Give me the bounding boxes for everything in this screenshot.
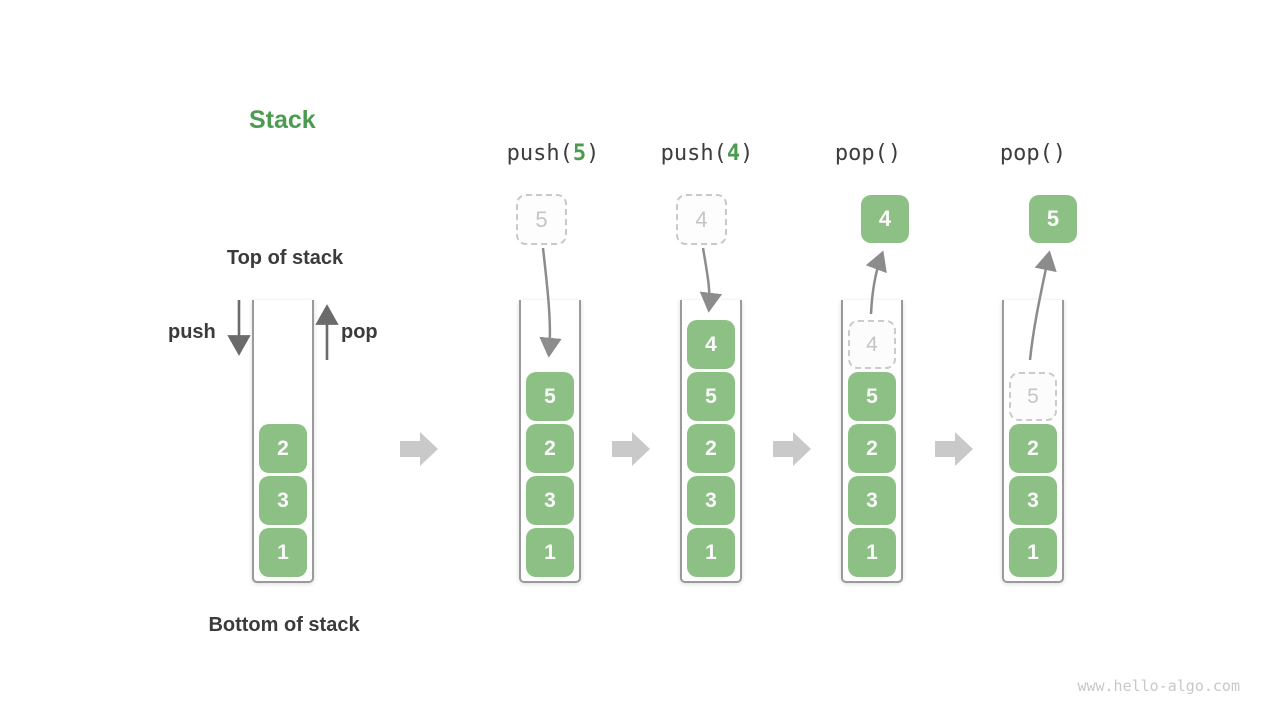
step-right-arrow-icon <box>400 432 438 466</box>
watermark: www.hello-algo.com <box>1077 677 1240 695</box>
op-text: push( <box>506 141 573 166</box>
stack-cell: 5 <box>848 372 896 421</box>
op-text: ) <box>586 141 600 166</box>
stack-cell: 2 <box>848 424 896 473</box>
op-label-push-5: push(5) <box>507 141 600 166</box>
stack-cell: 5 <box>526 372 574 421</box>
stack-cell: 5 <box>687 372 735 421</box>
step-right-arrow-icon <box>935 432 973 466</box>
top-of-stack-label: Top of stack <box>226 247 344 269</box>
stack-cell: 1 <box>848 528 896 577</box>
stack-cell: 3 <box>259 476 307 525</box>
op-arg: 4 <box>726 141 741 166</box>
stack-cell: 1 <box>1009 528 1057 577</box>
op-label-pop-2: pop() <box>1000 141 1066 166</box>
stack-cell-ghost: 4 <box>848 320 896 369</box>
popped-value-box: 5 <box>1029 195 1077 243</box>
stack-cell: 2 <box>259 424 307 473</box>
popped-value: 5 <box>1046 206 1060 231</box>
step-right-arrow-icon <box>773 432 811 466</box>
stack-cell: 1 <box>526 528 574 577</box>
bottom-of-stack-label: Bottom of stack <box>208 614 360 636</box>
popped-value-box: 4 <box>861 195 909 243</box>
op-label-pop-1: pop() <box>835 141 901 166</box>
stack-cell: 1 <box>259 528 307 577</box>
incoming-value-box: 4 <box>676 194 727 245</box>
incoming-value: 5 <box>535 206 548 232</box>
stack-cell: 4 <box>687 320 735 369</box>
stack-cell: 2 <box>526 424 574 473</box>
step-right-arrow-icon <box>612 432 650 466</box>
stack-cell: 2 <box>1009 424 1057 473</box>
stack-cell: 3 <box>848 476 896 525</box>
op-text: ) <box>1052 141 1067 166</box>
op-text: pop( <box>999 141 1053 166</box>
push-label: push <box>168 321 216 343</box>
stack-cell: 1 <box>687 528 735 577</box>
incoming-value-box: 5 <box>516 194 567 245</box>
stack-cell: 3 <box>1009 476 1057 525</box>
diagram-title: Stack <box>249 106 316 134</box>
op-label-push-4: push(4) <box>661 141 754 166</box>
stack-cell: 3 <box>526 476 574 525</box>
pop-label: pop <box>341 321 378 343</box>
stack-cell: 3 <box>687 476 735 525</box>
op-text: ) <box>887 141 902 166</box>
op-text: push( <box>660 141 727 166</box>
incoming-value: 4 <box>695 206 708 232</box>
op-arg: 5 <box>572 141 587 166</box>
op-text: ) <box>740 141 754 166</box>
popped-value: 4 <box>878 206 892 231</box>
stack-cell: 2 <box>687 424 735 473</box>
stack-cell-ghost: 5 <box>1009 372 1057 421</box>
op-text: pop( <box>834 141 888 166</box>
